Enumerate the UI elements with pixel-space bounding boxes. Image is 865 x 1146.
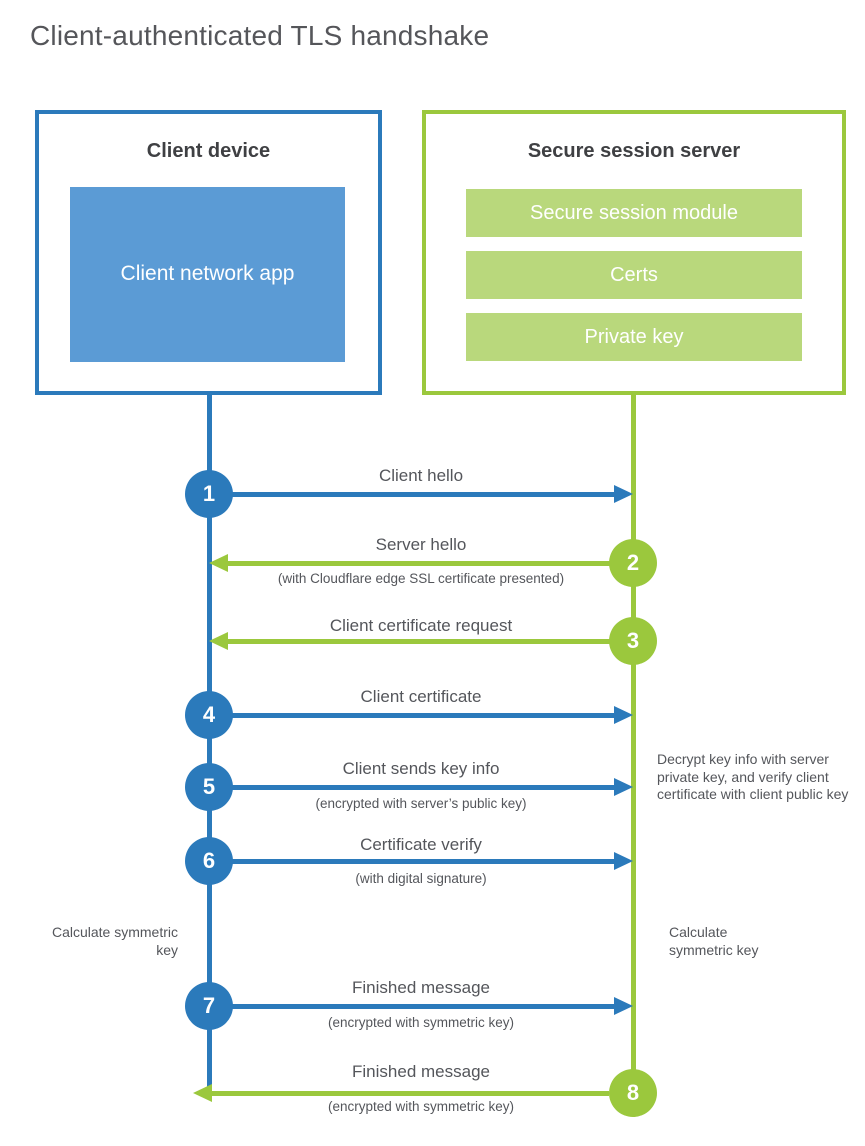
step-6-arrow-line	[230, 859, 616, 864]
step-2-arrow-line	[226, 561, 611, 566]
step-2-subtext: (with Cloudflare edge SSL certificate pr…	[277, 571, 565, 586]
step-6-number: 6	[202, 848, 216, 873]
step-2-circle: 2	[609, 539, 657, 587]
step-8-arrowhead-left-icon	[193, 1084, 212, 1102]
step-2-arrowhead-left-icon	[209, 554, 228, 572]
step-3-circle: 3	[609, 617, 657, 665]
step-6-subtext: (with digital signature)	[355, 871, 487, 886]
step-6-label: Certificate verify	[360, 835, 482, 854]
server-lifeline	[631, 393, 636, 1093]
step-5-circle: 5	[185, 763, 233, 811]
module-certs: Certs	[466, 251, 802, 299]
step-7-circle: 7	[185, 982, 233, 1030]
step-5-subtext: (encrypted with server’s public key)	[315, 796, 527, 811]
module-private-key-label: Private key	[584, 325, 684, 348]
client-device-title: Client device	[146, 140, 271, 162]
step-3-number: 3	[626, 628, 640, 653]
step-7-number: 7	[202, 993, 216, 1018]
step-3-arrow-line	[226, 639, 611, 644]
step-2-label: Server hello	[375, 535, 467, 554]
step-1-number: 1	[202, 481, 216, 506]
module-certs-label: Certs	[610, 263, 658, 286]
step-1-arrowhead-right-icon	[614, 485, 633, 503]
step-2-number: 2	[626, 550, 640, 575]
step-4-arrow-line	[230, 713, 616, 718]
module-private-key: Private key	[466, 313, 802, 361]
step-3-label: Client certificate request	[329, 616, 513, 635]
client-lifeline	[207, 393, 212, 1092]
step-7-arrow-line	[230, 1004, 616, 1009]
step-5-arrow-line	[230, 785, 616, 790]
calc-symmetric-key-right: Calculate symmetric key	[669, 924, 759, 958]
client-network-app-box: Client network app	[70, 187, 345, 362]
step-3-arrowhead-left-icon	[209, 632, 228, 650]
module-secure-session-label: Secure session module	[530, 201, 738, 224]
step-5-number: 5	[202, 774, 216, 799]
step-8-label: Finished message	[352, 1062, 490, 1081]
client-network-app-label: Client network app	[120, 262, 295, 286]
step-1-label: Client hello	[378, 466, 464, 485]
step-7-label: Finished message	[352, 978, 490, 997]
step-7-arrowhead-right-icon	[614, 997, 633, 1015]
step-5-label: Client sends key info	[342, 759, 500, 778]
module-secure-session: Secure session module	[466, 189, 802, 237]
step-8-number: 8	[626, 1080, 640, 1105]
step-4-arrowhead-right-icon	[614, 706, 633, 724]
step-8-arrow-line	[210, 1091, 609, 1096]
step-4-circle: 4	[185, 691, 233, 739]
step-5-arrowhead-right-icon	[614, 778, 633, 796]
step-4-label: Client certificate	[360, 687, 482, 706]
step-4-number: 4	[202, 702, 216, 727]
step-6-circle: 6	[185, 837, 233, 885]
step-1-circle: 1	[185, 470, 233, 518]
page-title: Client-authenticated TLS handshake	[30, 20, 490, 51]
step-1-arrow-line	[230, 492, 616, 497]
step-6-arrowhead-right-icon	[614, 852, 633, 870]
step-8-subtext: (encrypted with symmetric key)	[327, 1099, 515, 1114]
step-7-subtext: (encrypted with symmetric key)	[327, 1015, 515, 1030]
server-decrypt-note: Decrypt key info with server private key…	[657, 751, 849, 802]
calc-symmetric-key-left: Calculate symmetric key	[51, 924, 178, 958]
secure-session-server-title: Secure session server	[527, 140, 741, 162]
step-8-circle: 8	[609, 1069, 657, 1117]
